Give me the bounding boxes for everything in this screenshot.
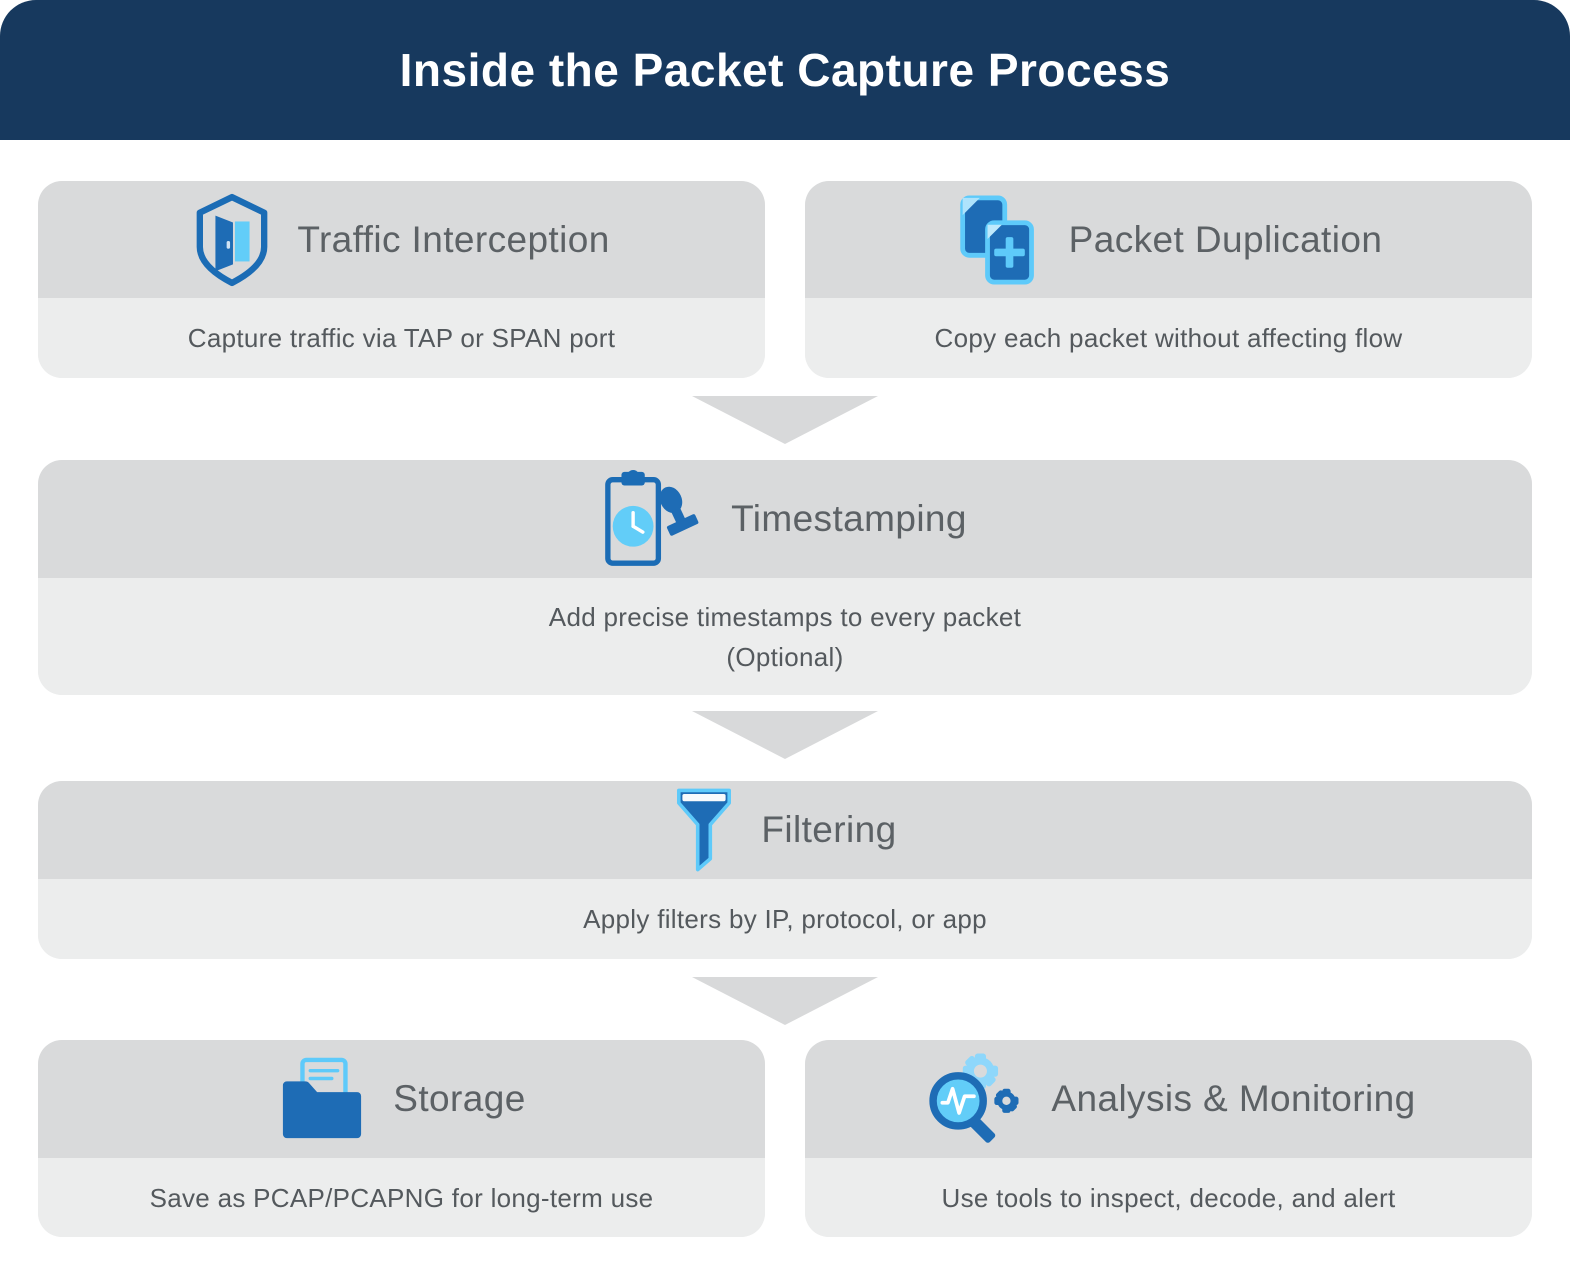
card-header: Filtering bbox=[38, 781, 1532, 879]
down-arrow-icon bbox=[38, 711, 1532, 759]
page-title: Inside the Packet Capture Process bbox=[399, 44, 1171, 96]
step-title: Packet Duplication bbox=[1068, 218, 1383, 260]
card-header: Storage bbox=[38, 1040, 765, 1158]
card-header: Packet Duplication bbox=[805, 181, 1532, 298]
step-title: Analysis & Monitoring bbox=[1051, 1078, 1416, 1119]
step-title: Traffic Interception bbox=[297, 218, 610, 260]
card-body: Capture traffic via TAP or SPAN port bbox=[38, 298, 765, 378]
card-header: Analysis & Monitoring bbox=[805, 1040, 1532, 1158]
step-card-timestamping: Timestamping Add precise timestamps to e… bbox=[38, 460, 1532, 695]
magnifier-gears-icon bbox=[921, 1047, 1025, 1151]
step-description: Use tools to inspect, decode, and alert bbox=[941, 1182, 1396, 1213]
shield-door-icon bbox=[193, 193, 271, 287]
title-banner: Inside the Packet Capture Process bbox=[0, 0, 1570, 140]
process-flow: Traffic Interception Capture traffic via… bbox=[0, 181, 1570, 1237]
down-arrow-icon bbox=[38, 977, 1532, 1025]
step-description: Capture traffic via TAP or SPAN port bbox=[187, 323, 616, 353]
step-card-packet-duplication: Packet Duplication Copy each packet with… bbox=[805, 181, 1532, 378]
step-card-filtering: Filtering Apply filters by IP, protocol,… bbox=[38, 781, 1532, 959]
step-description: Add precise timestamps to every packet bbox=[548, 601, 1022, 632]
step-title: Timestamping bbox=[731, 498, 967, 539]
row-output: Storage Save as PCAP/PCAPNG for long-ter… bbox=[38, 1040, 1532, 1237]
step-card-analysis-monitoring: Analysis & Monitoring Use tools to inspe… bbox=[805, 1040, 1532, 1237]
row-capture: Traffic Interception Capture traffic via… bbox=[38, 181, 1532, 378]
card-body: Save as PCAP/PCAPNG for long-term use bbox=[38, 1158, 765, 1237]
step-title: Filtering bbox=[761, 809, 897, 850]
step-description: Save as PCAP/PCAPNG for long-term use bbox=[149, 1182, 654, 1213]
card-body: Use tools to inspect, decode, and alert bbox=[805, 1158, 1532, 1237]
duplicate-packets-icon bbox=[955, 192, 1043, 288]
step-title: Storage bbox=[393, 1078, 526, 1119]
card-header: Traffic Interception bbox=[38, 181, 765, 298]
step-card-storage: Storage Save as PCAP/PCAPNG for long-ter… bbox=[38, 1040, 765, 1237]
down-arrow-icon bbox=[38, 396, 1532, 444]
card-header: Timestamping bbox=[38, 460, 1532, 578]
clipboard-stamp-icon bbox=[603, 468, 705, 570]
card-body: Copy each packet without affecting flow bbox=[805, 298, 1532, 378]
folder-icon bbox=[277, 1056, 367, 1142]
funnel-icon bbox=[673, 785, 735, 875]
step-description: Apply filters by IP, protocol, or app bbox=[583, 904, 987, 934]
step-note: (Optional) bbox=[726, 641, 844, 672]
card-body: Add precise timestamps to every packet (… bbox=[38, 578, 1532, 695]
step-description: Copy each packet without affecting flow bbox=[934, 323, 1403, 353]
step-card-traffic-interception: Traffic Interception Capture traffic via… bbox=[38, 181, 765, 378]
card-body: Apply filters by IP, protocol, or app bbox=[38, 879, 1532, 959]
